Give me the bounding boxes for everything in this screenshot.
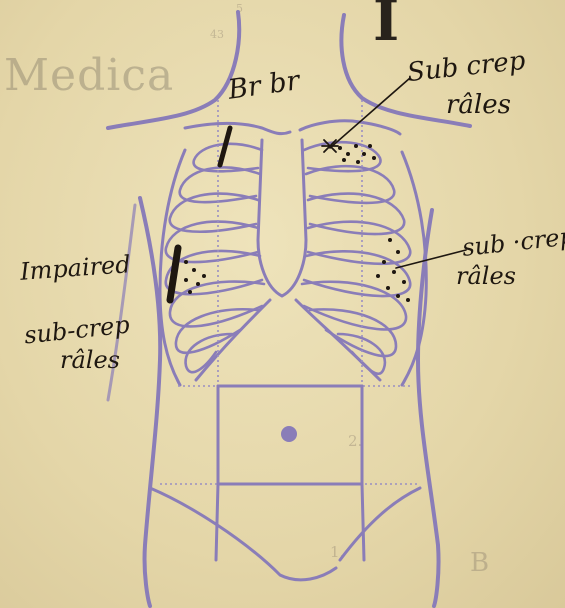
annotation-upper-right-line2: râles xyxy=(446,92,511,118)
rales-dot xyxy=(188,290,192,294)
trunk-left-outline xyxy=(140,198,160,606)
annotation-right-line2: râles xyxy=(456,264,516,288)
left-ribs xyxy=(166,144,264,372)
left-rib xyxy=(176,309,258,352)
rales-dot xyxy=(368,144,372,148)
inguinal-left xyxy=(150,488,336,580)
rales-dot xyxy=(362,152,366,156)
trunk-right-outline xyxy=(418,210,439,606)
rales-dot xyxy=(196,282,200,286)
abdomen-box xyxy=(150,386,420,580)
rales-dot xyxy=(402,280,406,284)
inguinal-right xyxy=(340,488,420,560)
bbr-mark xyxy=(220,128,230,165)
right-ribs xyxy=(302,142,410,374)
rales-dot xyxy=(338,146,342,150)
annotation-left-line1: Impaired xyxy=(19,252,131,284)
rales-dot xyxy=(342,158,346,162)
rales-dot xyxy=(388,238,392,242)
rales-dot xyxy=(184,260,188,264)
pen-marks xyxy=(170,78,466,300)
abdomen-box-left xyxy=(216,386,218,560)
rales-dot xyxy=(406,298,410,302)
left-costal-margin xyxy=(196,300,270,380)
rales-dot xyxy=(396,250,400,254)
right-rib xyxy=(310,309,396,356)
rales-dot xyxy=(356,160,360,164)
left-rib xyxy=(166,251,262,294)
rales-dot xyxy=(184,278,188,282)
rales-dot xyxy=(192,268,196,272)
right-rib xyxy=(338,334,385,374)
rales-dot xyxy=(396,294,400,298)
rales-dot xyxy=(386,286,390,290)
left-clavicle xyxy=(185,123,290,133)
rales-dot xyxy=(202,274,206,278)
umbilicus xyxy=(281,426,297,442)
right-clavicle xyxy=(300,121,400,134)
rales-dot xyxy=(354,144,358,148)
sternum xyxy=(258,140,306,296)
rales-dot xyxy=(376,274,380,278)
rales-dot xyxy=(382,260,386,264)
rales-dot xyxy=(346,152,350,156)
rales-dot xyxy=(392,270,396,274)
neck-left-outline xyxy=(108,12,239,128)
annotation-left-line3: râles xyxy=(60,348,120,372)
rales-dot xyxy=(372,156,376,160)
